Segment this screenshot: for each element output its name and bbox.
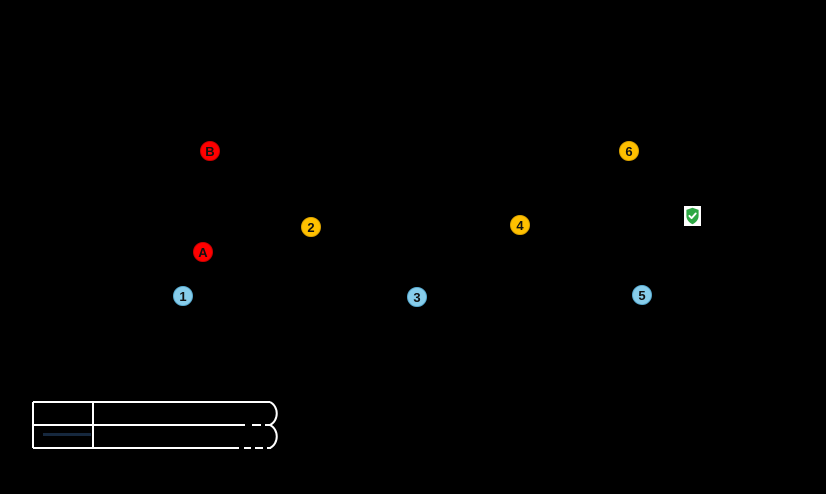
marker-A: A <box>193 242 213 262</box>
marker-4: 4 <box>510 215 530 235</box>
marker-3: 3 <box>407 287 427 307</box>
marker-5: 5 <box>632 285 652 305</box>
check-mark <box>688 212 697 220</box>
marker-B: B <box>200 141 220 161</box>
marker-6: 6 <box>619 141 639 161</box>
legend-table <box>31 399 287 458</box>
verified-shield-icon <box>684 206 701 226</box>
marker-1: 1 <box>173 286 193 306</box>
marker-2: 2 <box>301 217 321 237</box>
legend-line-sample <box>43 433 91 436</box>
table-right-edge-row1 <box>269 401 278 426</box>
table-right-edge-row2 <box>269 424 278 449</box>
